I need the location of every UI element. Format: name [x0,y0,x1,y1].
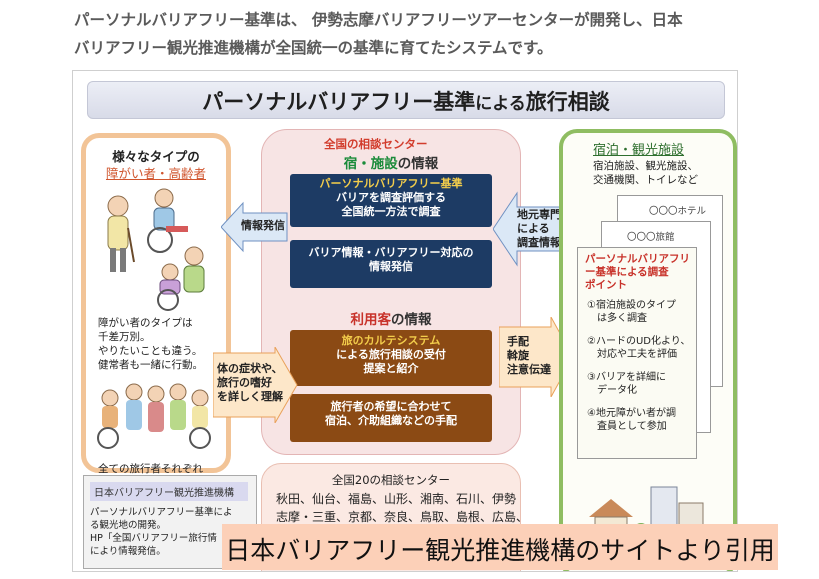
arrangement-line-1: 旅行者の希望に合わせて [330,400,452,413]
info-send-arrow [221,201,288,253]
caregiver-pair-icon [157,246,205,311]
organization-box-title: 日本バリアフリー観光推進機構 [90,482,248,501]
info-publish-box: バリア情報・バリアフリー対応の 情報発信 [290,240,492,288]
survey-point-3: ③バリアを詳細に データ化 [587,372,666,396]
travel-chart-line-3: 提案と紹介 [363,362,419,375]
understand-label: 体の症状や、 旅行の嗜好 を詳しく理解 [217,362,283,403]
survey-method-line-3: 全国統一方法で調査 [341,205,441,218]
survey-points-card [577,247,697,459]
travel-chart-line-2: による旅行相談の受付 [336,348,446,361]
arrangement-line-2: 宿泊、介助組織などの手配 [325,414,457,427]
info-publish-line-1: バリア情報・バリアフリー対応の [308,246,474,259]
survey-point-1: ①宿泊施設のタイプ は多く調査 [587,300,676,324]
arrange-label: 手配 斡旋 注意伝達 [507,335,551,376]
diagram-title-bar: パーソナルバリアフリー基準による旅行相談 [87,81,725,119]
facility-info-heading-green: 宿・施設 [343,156,398,172]
survey-point-4: ④地元障がい者が調 査員として参加 [587,408,676,432]
wheelchair-user-icon [147,188,188,253]
customer-info-heading: 利用客の情報 [262,308,520,328]
understand-arrow [213,347,298,423]
facility-info-heading: 宿・施設の情報 [262,152,520,172]
survey-method-line-2: バリアを調査評価する [336,191,446,204]
consultation-center-tag: 全国の相談センター [324,137,428,151]
travelers-panel: 様々なタイプの 障がい者・高齢者 障がい者のタ [81,133,231,517]
survey-method-line-1: パーソナルバリアフリー基準 [319,177,463,190]
hotel-card-label: 〇〇〇ホテル [649,206,707,217]
survey-method-box: パーソナルバリアフリー基準 バリアを調査評価する 全国統一方法で調査 [290,174,492,227]
diagram-title: パーソナルバリアフリー基準による旅行相談 [88,86,724,116]
organization-box-text: パーソナルバリアフリー基準によ る観光地の開発。 HP「全国バリアフリー旅行情 … [90,507,233,557]
travelers-group-illustration [97,383,211,449]
intro-line-2: バリアフリー観光推進機構が全国統一の基準に育てたシステムです。 [74,39,553,57]
facilities-panel-text: 宿泊施設、観光施設、 交通機関、トイレなど [593,160,698,186]
traveler-types-text: 障がい者のタイプは 千差万別。 やりたいことも違う。 健常者も一緒に行動。 [98,317,203,371]
customer-info-heading-accent: 利用客 [350,312,392,328]
citation-text: 日本バリアフリー観光推進機構のサイトより引用 [225,536,775,565]
elderly-man-icon [107,195,135,272]
intro-line-1: パーソナルバリアフリー基準は、 伊勢志摩バリアフリーツアーセンターが開発し、日本 [74,11,683,29]
travel-chart-line-1: 旅のカルテシステム [341,334,441,347]
info-publish-line-2: 情報発信 [369,260,413,273]
facilities-panel-title: 宿泊・観光施設 [593,143,685,158]
local-expert-label: 地元専門員 による 調査情報 [517,208,572,249]
title-small: による [475,94,526,114]
centers-list-title: 全国20の相談センター [331,473,451,487]
consultation-center-panel: 全国の相談センター 宿・施設の情報 パーソナルバリアフリー基準 バリアを調査評価… [261,129,521,455]
title-main: パーソナルバリアフリー基準 [202,90,476,114]
travelers-panel-title: 様々なタイプの [112,149,200,164]
facility-info-heading-rest: の情報 [397,156,439,172]
survey-points-title: パーソナルバリアフリ ー基準による調査 ポイント [585,253,690,291]
title-end: 旅行相談 [525,90,610,114]
facilities-panel: 宿泊・観光施設 宿泊施設、観光施設、 交通機関、トイレなど 〇〇〇ホテル 〇〇〇… [559,129,737,571]
centers-list: 秋田、仙台、福島、山形、湘南、石川、伊勢 志摩・三重、京都、奈良、鳥取、島根、広… [276,492,529,524]
arrangement-box: 旅行者の希望に合わせて 宿泊、介助組織などの手配 [290,394,492,442]
survey-point-2: ②ハードのUD化より、 対応や工夫を評価 [587,336,691,360]
intro-text: パーソナルバリアフリー基準は、 伊勢志摩バリアフリーツアーセンターが開発し、日本… [74,6,754,62]
customer-info-heading-rest: の情報 [391,312,432,328]
wheelchair-users-illustration [107,188,205,311]
diagram-figure: パーソナルバリアフリー基準による旅行相談 様々なタイプの 障がい者・高齢者 [72,70,738,572]
citation-banner: 日本バリアフリー観光推進機構のサイトより引用 [222,524,778,570]
ryokan-card-label: 〇〇〇旅館 [627,232,675,243]
travelers-panel-subtitle: 障がい者・高齢者 [105,166,206,181]
info-send-label: 情報発信 [241,219,285,232]
travel-chart-box: 旅のカルテシステム による旅行相談の受付 提案と紹介 [290,330,492,386]
